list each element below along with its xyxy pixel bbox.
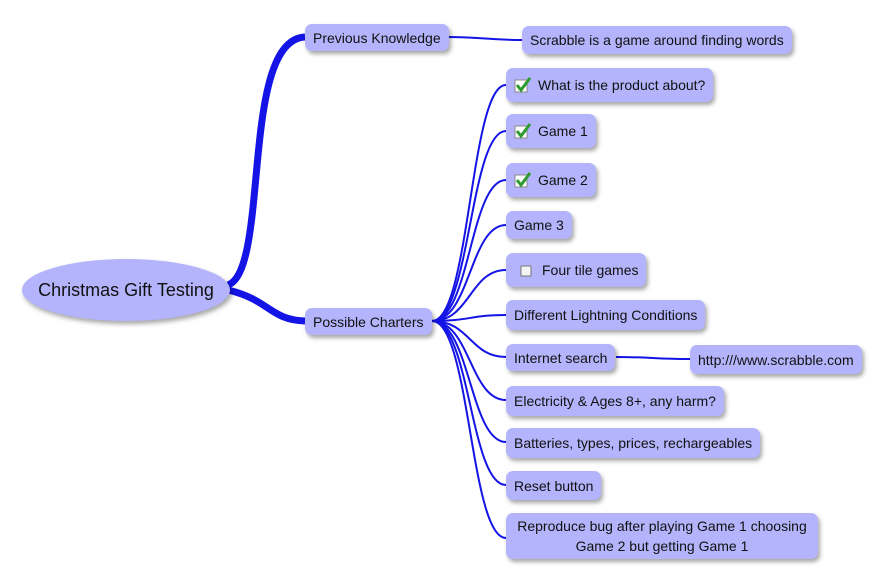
charter-product-about[interactable]: What is the product about?	[506, 68, 714, 102]
charter-reset-button[interactable]: Reset button	[506, 471, 602, 500]
branch-possible-charters[interactable]: Possible Charters	[305, 308, 432, 335]
checkmark-icon	[514, 122, 532, 140]
node-scrabble-url[interactable]: http:///www.scrabble.com	[690, 345, 862, 374]
charter-game-3[interactable]: Game 3	[506, 211, 572, 239]
charter-four-tile-games[interactable]: Four tile games	[506, 253, 647, 287]
branch-previous-knowledge[interactable]: Previous Knowledge	[305, 24, 449, 51]
checkmark-icon	[514, 171, 532, 189]
root-node[interactable]: Christmas Gift Testing	[22, 259, 230, 321]
node-scrabble-fact[interactable]: Scrabble is a game around finding words	[522, 26, 792, 54]
charter-internet-search[interactable]: Internet search	[506, 344, 616, 371]
charter-game-1[interactable]: Game 1	[506, 114, 596, 148]
checkbox-icon	[518, 261, 536, 279]
charter-batteries[interactable]: Batteries, types, prices, rechargeables	[506, 428, 761, 458]
charter-lightning-conditions[interactable]: Different Lightning Conditions	[506, 300, 706, 330]
charter-game-2[interactable]: Game 2	[506, 163, 596, 197]
checkmark-icon	[514, 76, 532, 94]
root-label: Christmas Gift Testing	[38, 279, 214, 300]
charter-electricity-ages[interactable]: Electricity & Ages 8+, any harm?	[506, 386, 724, 416]
charter-reproduce-bug[interactable]: Reproduce bug after playing Game 1 choos…	[506, 513, 818, 559]
